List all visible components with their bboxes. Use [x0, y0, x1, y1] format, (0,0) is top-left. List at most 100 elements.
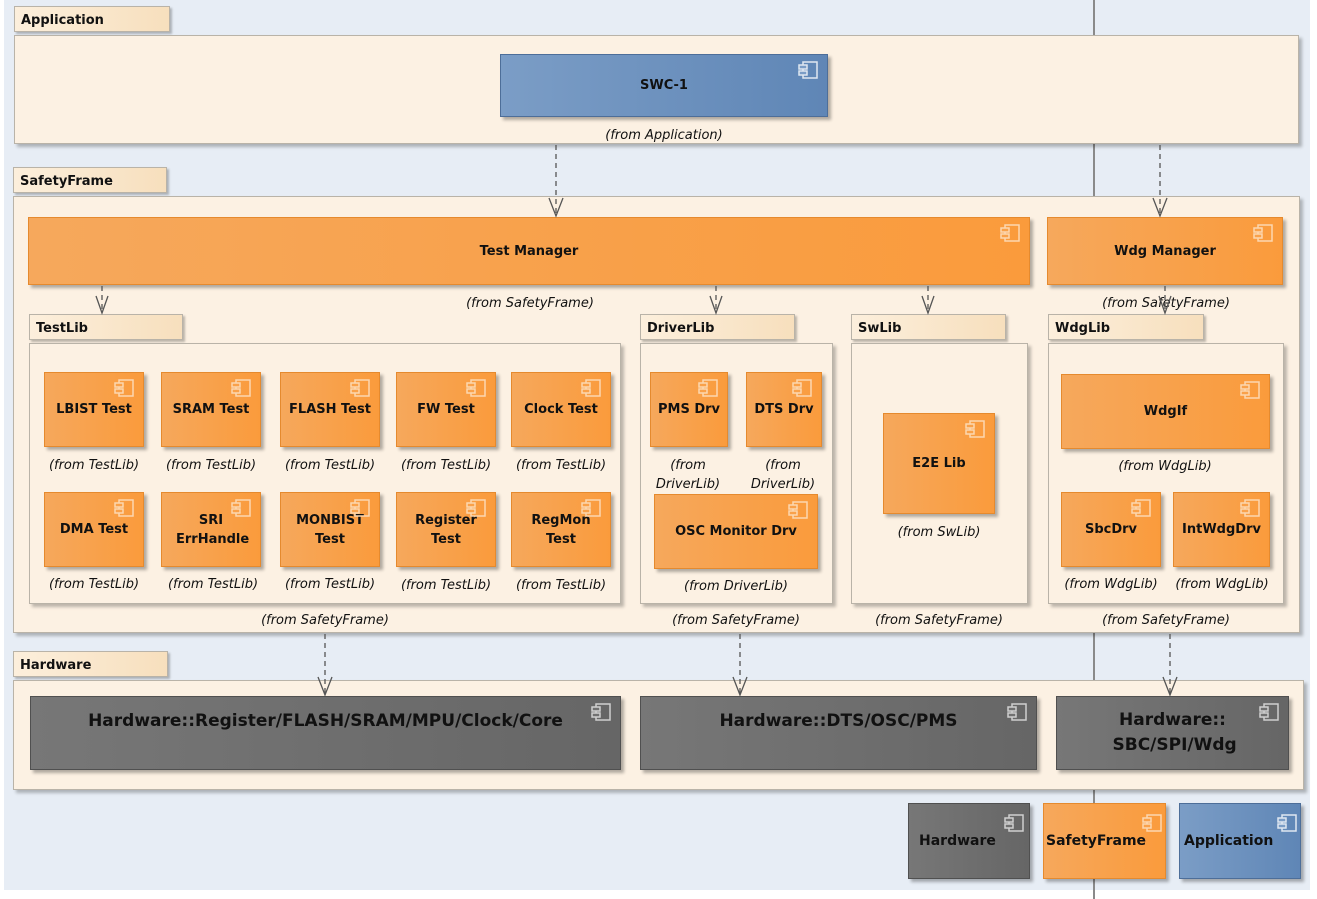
component-dma-test[interactable]: DMA Test	[44, 492, 144, 567]
package-swlib-tab[interactable]: SwLib	[851, 314, 1006, 340]
component-monbist-test[interactable]: MONBIST Test	[280, 492, 380, 567]
component-regmon-test-label: RegMon Test	[531, 512, 591, 547]
component-swc1-origin: (from Application)	[605, 128, 723, 143]
component-register-test[interactable]: Register Test	[396, 492, 496, 567]
legend-hardware-label: Hardware	[919, 832, 996, 849]
component-icon	[1142, 814, 1162, 832]
component-regmon-test[interactable]: RegMon Test	[511, 492, 611, 567]
component-lbist-test-label: LBIST Test	[56, 402, 132, 417]
component-clock-test-origin: (from TestLib)	[515, 458, 607, 473]
component-intwdgdrv-origin: (from WdgLib)	[1175, 577, 1269, 592]
component-icon	[798, 61, 818, 79]
package-driverlib-tab[interactable]: DriverLib	[640, 314, 795, 340]
component-test-manager[interactable]: Test Manager	[28, 217, 1030, 285]
component-icon	[1240, 499, 1260, 517]
component-intwdgdrv-label: IntWdgDrv	[1182, 522, 1261, 537]
component-wdg-manager[interactable]: Wdg Manager	[1047, 217, 1283, 285]
component-regmon-test-origin: (from TestLib)	[515, 578, 607, 593]
component-icon	[1004, 814, 1024, 832]
component-icon	[350, 379, 370, 397]
component-hw-register-core[interactable]: Hardware::Register/FLASH/SRAM/MPU/Clock/…	[30, 696, 621, 770]
component-icon	[1131, 499, 1151, 517]
component-flash-test-label: FLASH Test	[289, 402, 371, 417]
legend-safetyframe-label: SafetyFrame	[1046, 832, 1147, 849]
component-test-manager-label: Test Manager	[479, 243, 579, 259]
component-fw-test[interactable]: FW Test	[396, 372, 496, 447]
component-icon	[114, 499, 134, 517]
package-wdglib-tab[interactable]: WdgLib	[1048, 314, 1204, 340]
component-wdgif-label: WdgIf	[1143, 404, 1188, 419]
component-icon	[1253, 224, 1273, 242]
package-safetyframe-tab[interactable]: SafetyFrame	[13, 167, 167, 193]
component-dts-drv[interactable]: DTS Drv	[746, 372, 822, 447]
component-wdgif[interactable]: WdgIf	[1061, 374, 1270, 449]
component-monbist-test-origin: (from TestLib)	[284, 577, 376, 592]
component-monbist-test-label: MONBIST Test	[296, 512, 364, 547]
component-icon	[231, 379, 251, 397]
component-osc-monitor-drv-label: OSC Monitor Drv	[675, 524, 797, 539]
component-sram-test[interactable]: SRAM Test	[161, 372, 261, 447]
component-osc-monitor-drv[interactable]: OSC Monitor Drv	[654, 494, 818, 569]
component-icon	[231, 499, 251, 517]
component-sri-errhandle-origin: (from TestLib)	[167, 577, 259, 592]
component-swc1[interactable]: SWC-1	[500, 54, 828, 117]
component-icon	[114, 379, 134, 397]
component-e2e-lib[interactable]: E2E Lib	[883, 413, 995, 514]
component-hw-dts-osc-pms-label: Hardware::DTS/OSC/PMS	[719, 711, 958, 731]
component-dma-test-label: DMA Test	[59, 522, 129, 537]
package-application-tab[interactable]: Application	[14, 6, 170, 32]
component-register-test-label: Register Test	[415, 512, 477, 547]
component-icon	[466, 499, 486, 517]
package-testlib-tab[interactable]: TestLib	[29, 314, 183, 340]
component-icon	[1240, 381, 1260, 399]
package-wdglib-origin: (from SafetyFrame)	[1102, 613, 1230, 628]
component-sri-errhandle[interactable]: SRI ErrHandle	[161, 492, 261, 567]
component-sram-test-label: SRAM Test	[172, 402, 250, 417]
component-clock-test[interactable]: Clock Test	[511, 372, 611, 447]
component-flash-test-origin: (from TestLib)	[284, 458, 376, 473]
component-register-test-origin: (from TestLib)	[400, 578, 492, 593]
component-sri-errhandle-label: SRI ErrHandle	[176, 512, 250, 547]
package-hardware-tab[interactable]: Hardware	[13, 651, 168, 677]
component-icon	[698, 379, 718, 397]
component-hw-register-core-label: Hardware::Register/FLASH/SRAM/MPU/Clock/…	[88, 711, 563, 731]
component-dma-test-origin: (from TestLib)	[48, 577, 140, 592]
component-icon	[1277, 814, 1297, 832]
component-icon	[350, 499, 370, 517]
component-lbist-test-origin: (from TestLib)	[48, 458, 140, 473]
component-e2e-lib-origin: (from SwLib)	[897, 525, 981, 540]
legend-application: Application	[1179, 803, 1301, 879]
component-swc1-label: SWC-1	[640, 78, 688, 93]
component-icon	[1007, 703, 1027, 721]
component-flash-test[interactable]: FLASH Test	[280, 372, 380, 447]
component-dts-drv-label: DTS Drv	[754, 402, 814, 417]
component-sbcdrv-label: SbcDrv	[1084, 522, 1138, 537]
component-sbcdrv-origin: (from WdgLib)	[1064, 577, 1158, 592]
component-icon	[965, 420, 985, 438]
component-icon	[581, 379, 601, 397]
component-clock-test-label: Clock Test	[524, 402, 598, 417]
component-lbist-test[interactable]: LBIST Test	[44, 372, 144, 447]
component-pms-drv-label: PMS Drv	[657, 402, 721, 417]
legend-hardware: Hardware	[908, 803, 1030, 879]
component-icon	[591, 703, 611, 721]
component-icon	[466, 379, 486, 397]
package-driverlib-origin: (from SafetyFrame)	[672, 613, 800, 628]
component-fw-test-label: FW Test	[417, 402, 475, 417]
component-wdg-manager-label: Wdg Manager	[1114, 243, 1216, 259]
component-test-manager-origin: (from SafetyFrame)	[466, 296, 594, 311]
component-intwdgdrv[interactable]: IntWdgDrv	[1173, 492, 1270, 567]
legend-safetyframe: SafetyFrame	[1043, 803, 1166, 879]
component-wdgif-origin: (from WdgLib)	[1118, 459, 1212, 474]
component-sbcdrv[interactable]: SbcDrv	[1061, 492, 1161, 567]
component-hw-sbc-spi-wdg-label: Hardware:: SBC/SPI/Wdg	[1112, 710, 1237, 755]
component-osc-monitor-drv-origin: (from DriverLib)	[684, 579, 788, 594]
component-icon	[792, 379, 812, 397]
component-icon	[1259, 703, 1279, 721]
package-testlib-origin: (from SafetyFrame)	[261, 613, 389, 628]
component-hw-dts-osc-pms[interactable]: Hardware::DTS/OSC/PMS	[640, 696, 1037, 770]
component-icon	[788, 501, 808, 519]
package-swlib-origin: (from SafetyFrame)	[875, 613, 1003, 628]
component-pms-drv[interactable]: PMS Drv	[650, 372, 728, 447]
component-hw-sbc-spi-wdg[interactable]: Hardware:: SBC/SPI/Wdg	[1056, 696, 1289, 770]
